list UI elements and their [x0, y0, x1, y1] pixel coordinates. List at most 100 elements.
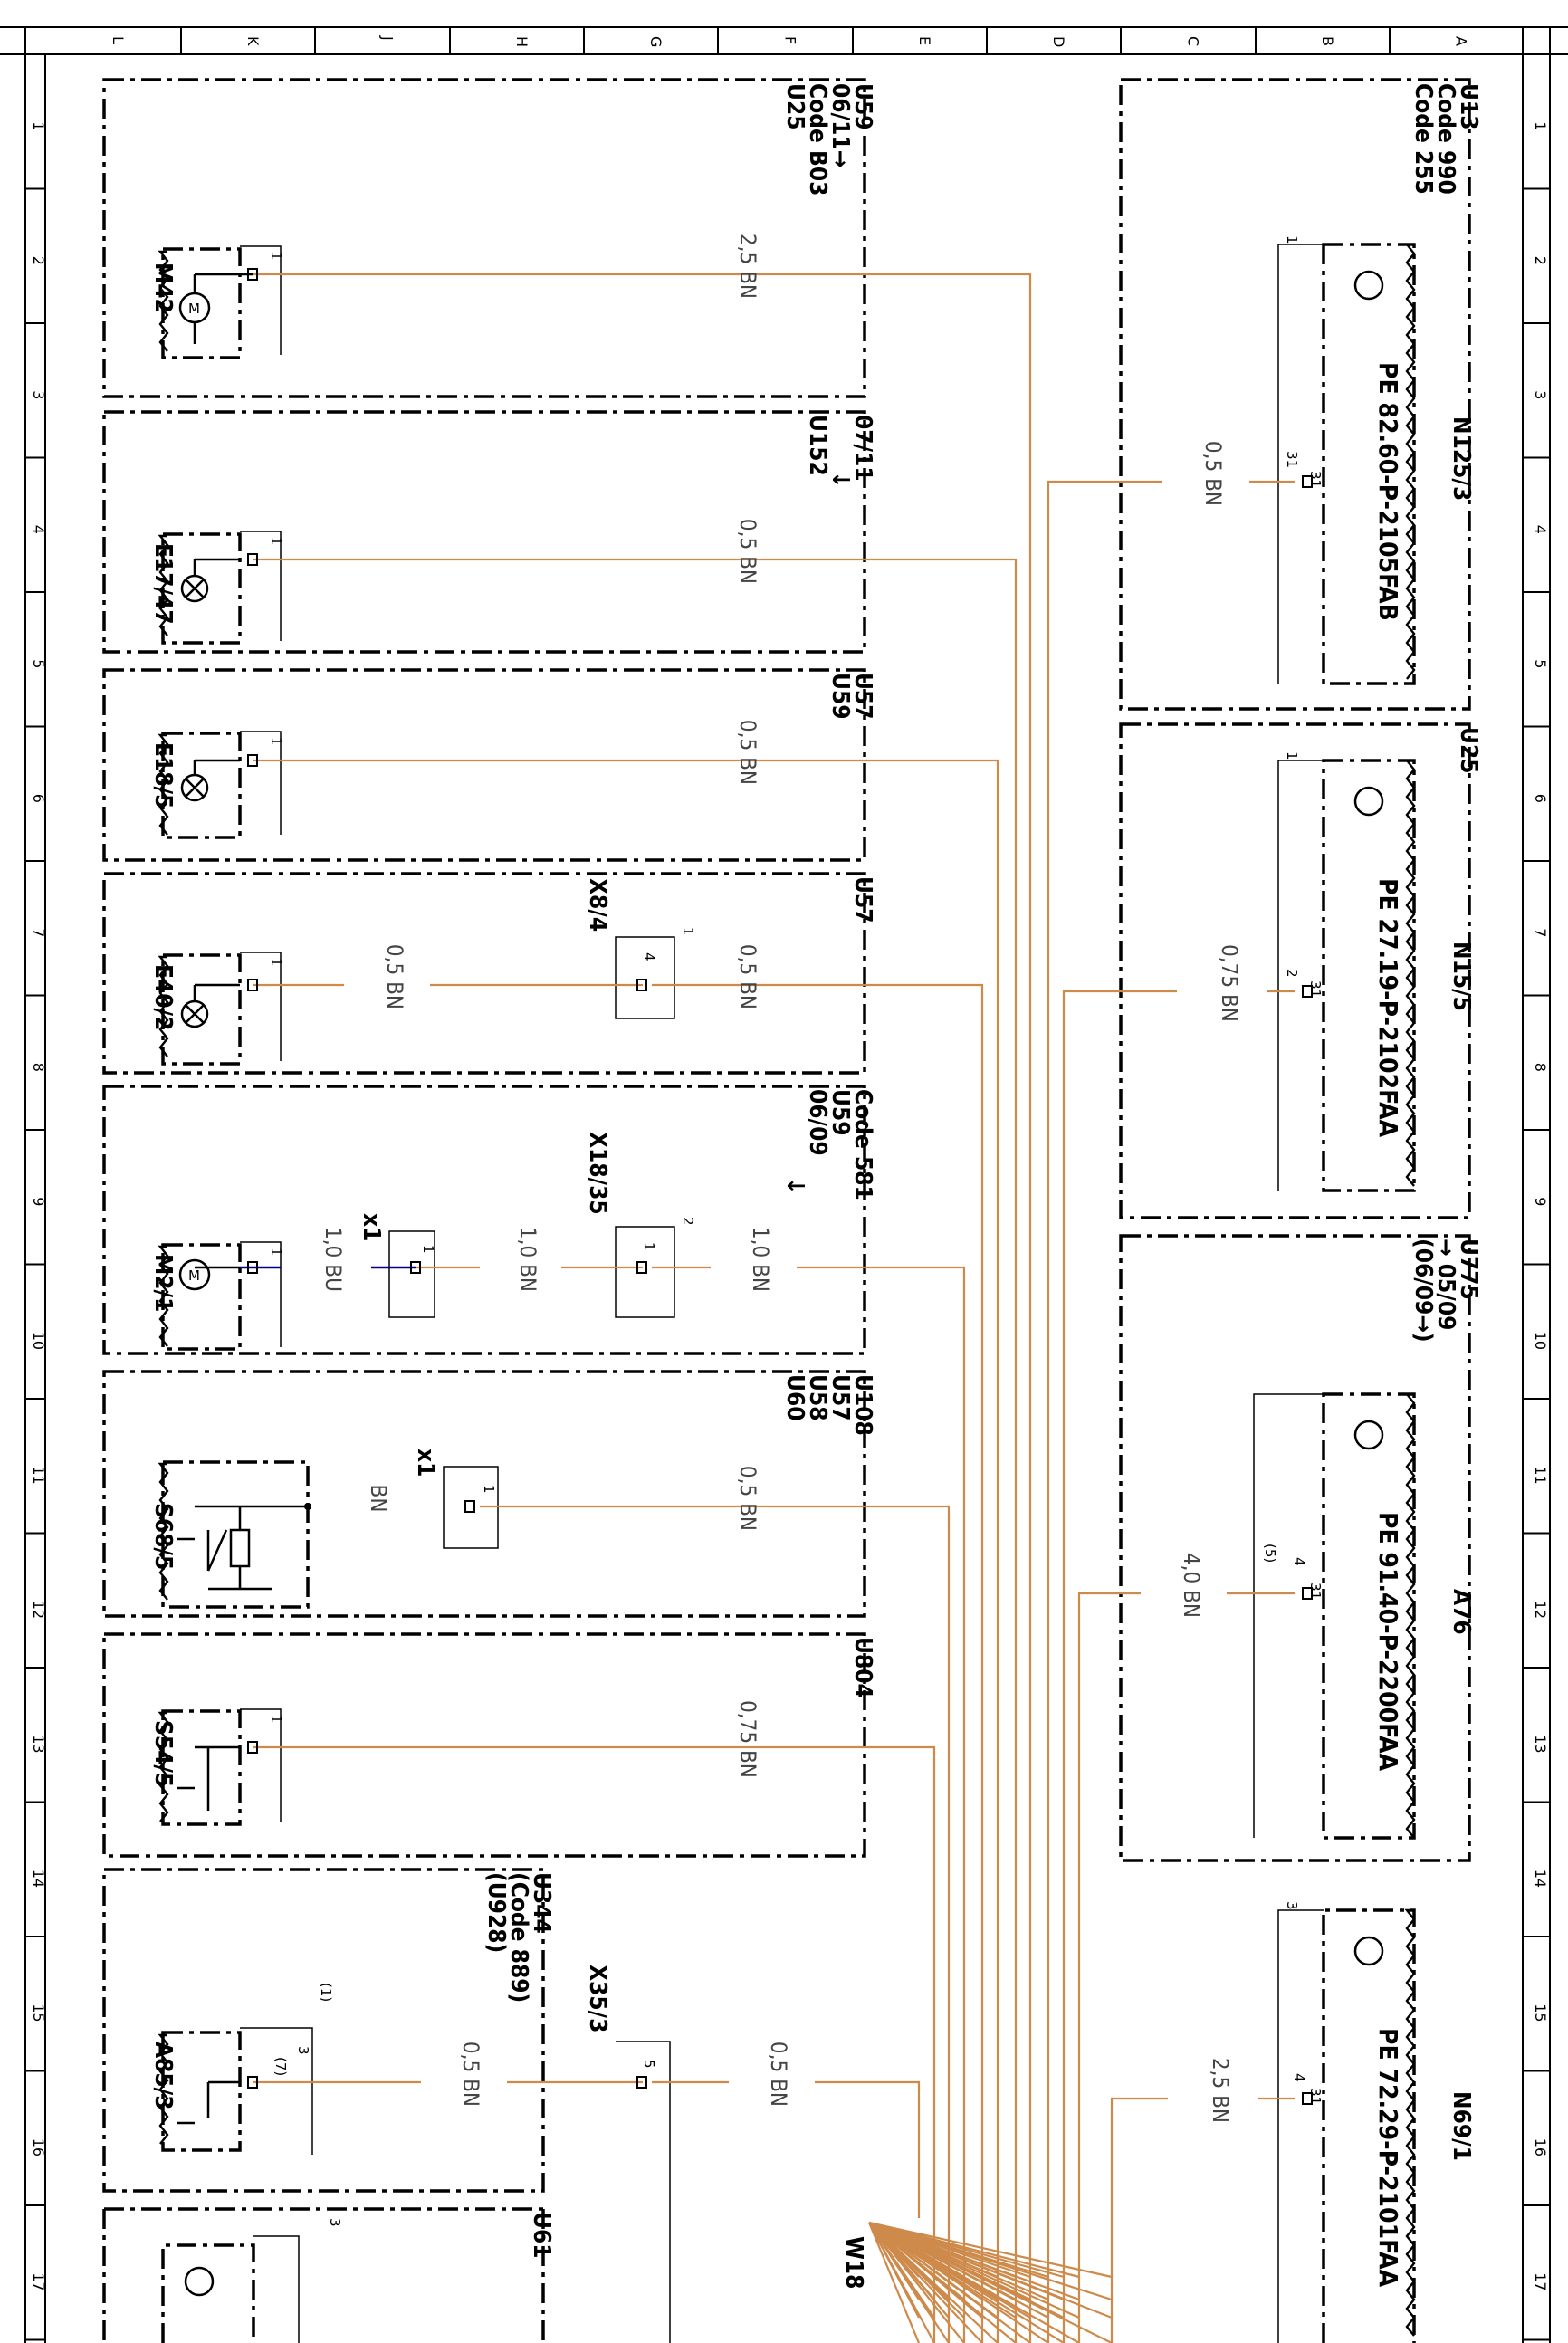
svg-text:31: 31 [1284, 451, 1300, 468]
wire-label-n69: 2,5 BN [1208, 2058, 1233, 2123]
code-a76-0: U775 [1455, 1238, 1482, 1300]
code-n125-2: Code 255 [1410, 83, 1437, 195]
cut-edge [1404, 1392, 1416, 1839]
svg-text:31: 31 [1307, 980, 1324, 998]
harness-branch [868, 2222, 965, 2343]
row-label: 16 [30, 2138, 47, 2157]
cut-edge [158, 955, 169, 1057]
column-label: J [379, 35, 397, 41]
svg-text:4: 4 [641, 952, 657, 961]
code-m42-3: U25 [781, 83, 808, 130]
column-label: G [647, 36, 664, 47]
svg-text:M: M [188, 1267, 200, 1284]
unit-box-n125 [1322, 243, 1416, 685]
row-label: 14 [1532, 1870, 1549, 1888]
pin-terminal [636, 979, 647, 991]
row-label: 17 [1532, 2272, 1549, 2290]
row-label: 6 [1532, 794, 1549, 803]
wire-label-s68: 0,5 BN [735, 1466, 760, 1531]
unit-box-n15 [1322, 759, 1416, 1192]
motor-icon: M [178, 273, 253, 344]
code-e18-0: U57 [849, 673, 876, 720]
code-n125-1: Code 990 [1432, 83, 1459, 195]
code-a85-2: (U928) [483, 1872, 510, 1953]
svg-text:(7): (7) [272, 2057, 289, 2076]
svg-text:(1): (1) [318, 1983, 334, 2002]
wire-labels: 2,5 BN 0,5 BN 0,5 BN 0,5 BN 0,5 BN 1,0 B… [320, 234, 1242, 2123]
code-s68-0: U108 [849, 1374, 876, 1436]
code-m2-1: U59 [827, 1089, 854, 1136]
connector-label-x18: X18/35 [584, 1132, 611, 1215]
svg-text:1: 1 [481, 1485, 497, 1494]
code-s68-2: U58 [804, 1374, 831, 1421]
wire-label-n15: 0,75 BN [1217, 944, 1242, 1022]
svg-text:31: 31 [1307, 471, 1324, 488]
connector-label-x1-s68: x1 [412, 1449, 439, 1477]
component-label-m2: M2/1 [149, 1254, 177, 1312]
row-label: 1 [1532, 121, 1549, 130]
code-a76-1: → 05/09 [1432, 1238, 1459, 1330]
switch-icon [177, 1745, 240, 1811]
harness-branch [868, 2222, 935, 2343]
switch-icon [177, 1503, 311, 1591]
wire-m2 [797, 1266, 966, 2343]
code-s68-3: U60 [781, 1374, 808, 1421]
group-box-a76 [1119, 1234, 1471, 1862]
row-label: 2 [30, 256, 47, 265]
wire-label-e40-left: 0,5 BN [382, 944, 407, 1009]
code-m42-0: U59 [849, 83, 876, 130]
harness-branch [868, 2222, 1080, 2343]
row-label: 1 [30, 121, 47, 130]
wire-label-m2-bu: 1,0 BU [320, 1227, 346, 1292]
component-label-n69: N69/1 [1448, 2091, 1475, 2161]
cut-edges [158, 243, 1416, 2337]
lamp-icon [180, 983, 240, 1028]
row-label: 9 [1532, 1197, 1549, 1206]
wire-n69 [1110, 2097, 1168, 2343]
wire-s54 [253, 1745, 936, 2343]
row-label: 5 [30, 659, 47, 668]
wire-label-a85-left: 0,5 BN [458, 2042, 483, 2107]
connector-label-x1-m2: x1 [358, 1213, 385, 1241]
row-label: 8 [1532, 1063, 1549, 1072]
row-label: 13 [30, 1735, 47, 1753]
pin-terminal [636, 1261, 647, 1274]
code-a85-0: U344 [528, 1872, 555, 1934]
cut-edge [158, 1462, 169, 1601]
svg-text:1: 1 [268, 737, 284, 746]
row-label: 13 [1532, 1735, 1549, 1753]
pin-terminal [247, 2076, 258, 2089]
group-box-m42 [102, 78, 866, 398]
harness-branch [868, 2222, 1049, 2343]
code-e17-1: ↓ [827, 471, 854, 489]
wire-label-s54: 0,75 BN [735, 1700, 760, 1778]
wire-n15 [1062, 990, 1177, 2343]
column-label: H [513, 36, 531, 47]
pin-terminal [1302, 2092, 1313, 2105]
group-box-n15 [1119, 722, 1471, 1219]
code-m2-3: ↓ [781, 1177, 808, 1195]
row-label: 4 [30, 525, 47, 534]
row-label: 11 [1532, 1466, 1549, 1484]
row-label: 16 [1532, 2138, 1549, 2157]
component-box-s68 [161, 1460, 310, 1609]
row-label: 5 [1532, 659, 1549, 668]
row-label: 12 [1532, 1601, 1549, 1619]
harness-branch [868, 2222, 950, 2343]
wire-label-m2-mid: 1,0 BN [515, 1227, 540, 1292]
pe-ref-n69: PE 72.29-P-2101FAA [1373, 2028, 1403, 2288]
wire-a85 [815, 2080, 921, 2218]
code-e40-0: U57 [849, 876, 876, 923]
cut-edge [158, 534, 169, 636]
transistor-icon [184, 270, 1384, 2297]
row-label: 15 [1532, 2004, 1549, 2022]
code-u61-0: U61 [528, 2212, 555, 2259]
column-label: K [244, 36, 262, 46]
svg-text:1: 1 [268, 537, 284, 546]
code-s68-1: U57 [827, 1374, 854, 1421]
pin-terminal [1302, 1587, 1313, 1600]
harness-branch [867, 2222, 921, 2343]
svg-text:1: 1 [268, 1715, 284, 1724]
svg-text:31: 31 [1307, 1583, 1324, 1600]
row-label: 3 [1532, 390, 1549, 399]
